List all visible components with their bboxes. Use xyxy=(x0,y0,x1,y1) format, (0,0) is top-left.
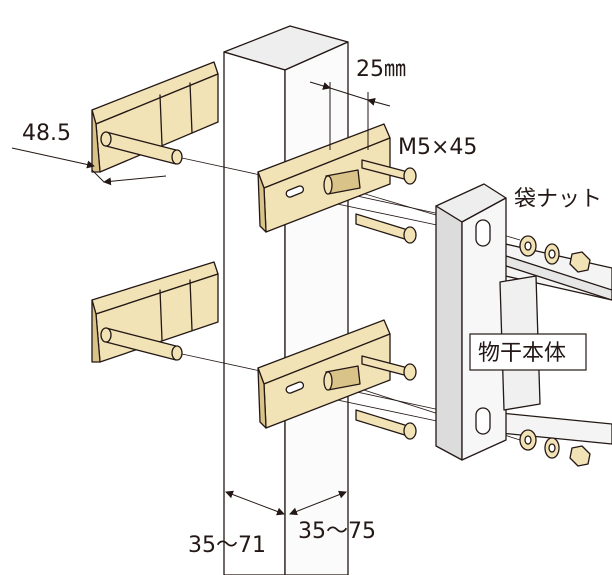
lower-washer-1 xyxy=(519,429,537,451)
dimension-label-48-5: 48.5 xyxy=(22,121,71,146)
dimension-25mm xyxy=(309,81,391,150)
upper-washer-1 xyxy=(519,235,537,257)
post-hidden-lines xyxy=(223,470,349,515)
square-post xyxy=(223,25,349,575)
dimension-label-25mm: 25㎜ xyxy=(356,57,406,82)
dimension-48-5 xyxy=(11,147,167,186)
drying-rack-body xyxy=(435,183,612,461)
range-label-right: 35〜75 xyxy=(298,519,376,544)
body-label: 物干本体 xyxy=(478,341,566,366)
cap-nut-label: 袋ナット xyxy=(514,187,602,212)
body-label-box xyxy=(469,333,587,371)
dimension-bottom-ranges xyxy=(225,490,347,516)
upper-cap-nut xyxy=(569,251,591,273)
lower-right-bracket xyxy=(257,319,391,429)
range-label-left: 35〜71 xyxy=(188,533,266,558)
upper-left-stud xyxy=(100,131,183,165)
bolt-spec-label: M5×45 xyxy=(398,135,477,160)
upper-bolt-a xyxy=(361,159,417,185)
lower-bolt-a xyxy=(361,355,417,381)
upper-right-bracket xyxy=(257,123,391,233)
lower-washer-2 xyxy=(544,437,560,459)
lower-cap-nut xyxy=(569,445,591,467)
upper-washer-2 xyxy=(544,243,560,265)
upper-bolt-b xyxy=(355,213,417,244)
lower-left-stud xyxy=(100,327,183,361)
lower-bolt-b xyxy=(355,409,417,440)
